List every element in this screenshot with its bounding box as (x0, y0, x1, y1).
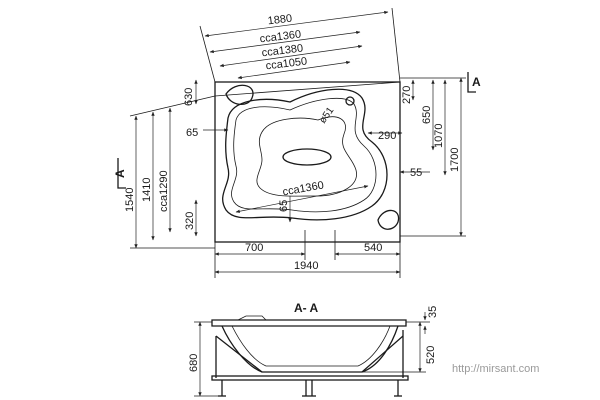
dim-1880: 1880 (267, 13, 293, 28)
dim-35: 35 (427, 306, 439, 318)
dim-700: 700 (245, 242, 263, 254)
dim-540: 540 (364, 242, 382, 254)
dim-cca1050: cca1050 (265, 55, 308, 72)
watermark-url: http://mirsant.com (452, 363, 539, 375)
dim-55: 55 (410, 167, 422, 179)
shelf-bottom-right (377, 209, 400, 230)
dim-65-mid: 65 (278, 200, 290, 212)
dim-320: 320 (184, 212, 196, 230)
dim-cca1380: cca1380 (261, 42, 304, 59)
headrest-oval (282, 148, 332, 166)
dim-1070: 1070 (433, 124, 445, 148)
dim-630: 630 (183, 88, 195, 106)
section-view (211, 315, 409, 397)
dim-290: 290 (378, 130, 396, 142)
dim-1700: 1700 (449, 148, 461, 172)
rim-edge (214, 81, 401, 97)
dim-d51: ø51 (317, 105, 336, 126)
dimension-lines (117, 7, 476, 278)
section-marker-left: A (113, 169, 127, 178)
shelf-top-left (225, 84, 254, 105)
dim-650: 650 (421, 106, 433, 124)
dim-1940: 1940 (294, 260, 318, 272)
basin-outline (222, 88, 388, 221)
dim-cca1360-top: cca1360 (259, 28, 302, 45)
dim-cca1290: cca1290 (158, 170, 170, 212)
section-title: A- A (294, 301, 319, 315)
dim-1540: 1540 (124, 188, 136, 212)
section-rim (211, 319, 407, 327)
section-body (221, 325, 399, 373)
tub-outer-rim (214, 81, 401, 243)
plan-view (214, 81, 401, 243)
section-dimensions (194, 312, 430, 397)
section-marker-right: A (472, 75, 481, 89)
dim-65-left: 65 (186, 127, 198, 139)
dim-270: 270 (401, 86, 413, 104)
drain-circle (345, 96, 355, 106)
dim-520: 520 (425, 346, 437, 364)
dim-1410: 1410 (141, 178, 153, 202)
dim-680: 680 (188, 354, 200, 372)
